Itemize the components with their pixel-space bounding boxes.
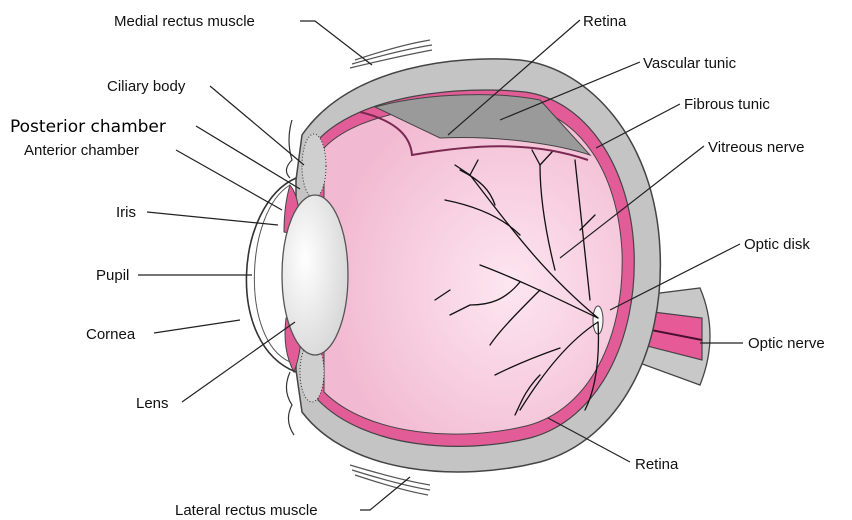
label-anterior-chamber: Anterior chamber: [24, 142, 139, 159]
medial-rectus-muscle: [350, 40, 432, 68]
label-retina-top: Retina: [583, 13, 627, 30]
label-ciliary-body: Ciliary body: [107, 78, 186, 95]
label-vascular-tunic: Vascular tunic: [643, 55, 737, 72]
label-lateral-rectus-muscle: Lateral rectus muscle: [175, 502, 318, 519]
label-posterior-chamber: Posterior chamber: [10, 117, 166, 137]
vitreous-body: [324, 104, 622, 434]
label-lens: Lens: [136, 395, 169, 412]
label-fibrous-tunic: Fibrous tunic: [684, 96, 770, 113]
label-optic-nerve: Optic nerve: [748, 335, 825, 352]
label-vitreous-nerve: Vitreous nerve: [708, 139, 804, 156]
label-medial-rectus-muscle: Medial rectus muscle: [114, 13, 255, 30]
eyelid-upper: [286, 120, 292, 178]
lens: [282, 195, 348, 355]
label-retina-bottom: Retina: [635, 456, 679, 473]
eyelid-lower: [286, 372, 294, 435]
label-iris: Iris: [116, 204, 136, 221]
label-pupil: Pupil: [96, 267, 129, 284]
label-optic-disk: Optic disk: [744, 236, 810, 253]
label-cornea: Cornea: [86, 326, 136, 343]
ciliary-body-upper: [302, 134, 326, 198]
